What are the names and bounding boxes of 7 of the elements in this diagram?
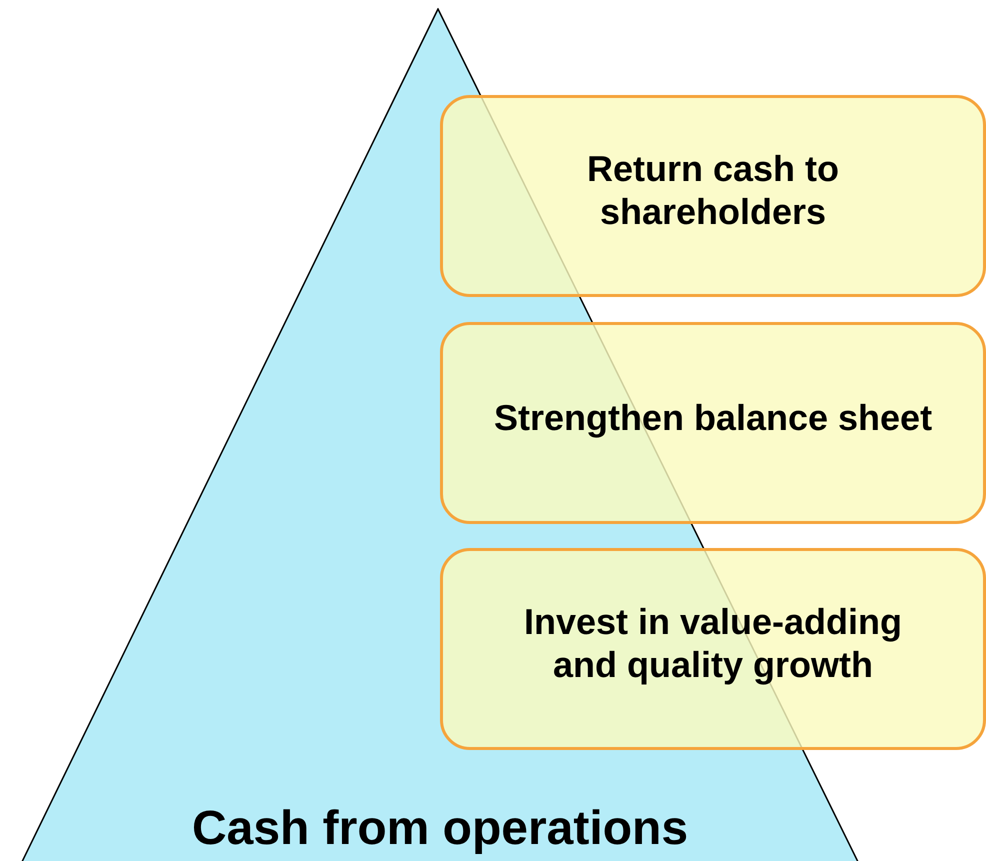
rounded-box	[440, 548, 986, 750]
rounded-box	[440, 322, 986, 524]
pyramid-label: Cash from operations	[192, 801, 688, 856]
rounded-box	[440, 95, 986, 297]
box-label: Strengthen balance sheet	[494, 396, 932, 438]
box-label: Invest in value-adding and quality growth	[522, 600, 904, 686]
box-label: Return cash to shareholders	[586, 147, 840, 233]
